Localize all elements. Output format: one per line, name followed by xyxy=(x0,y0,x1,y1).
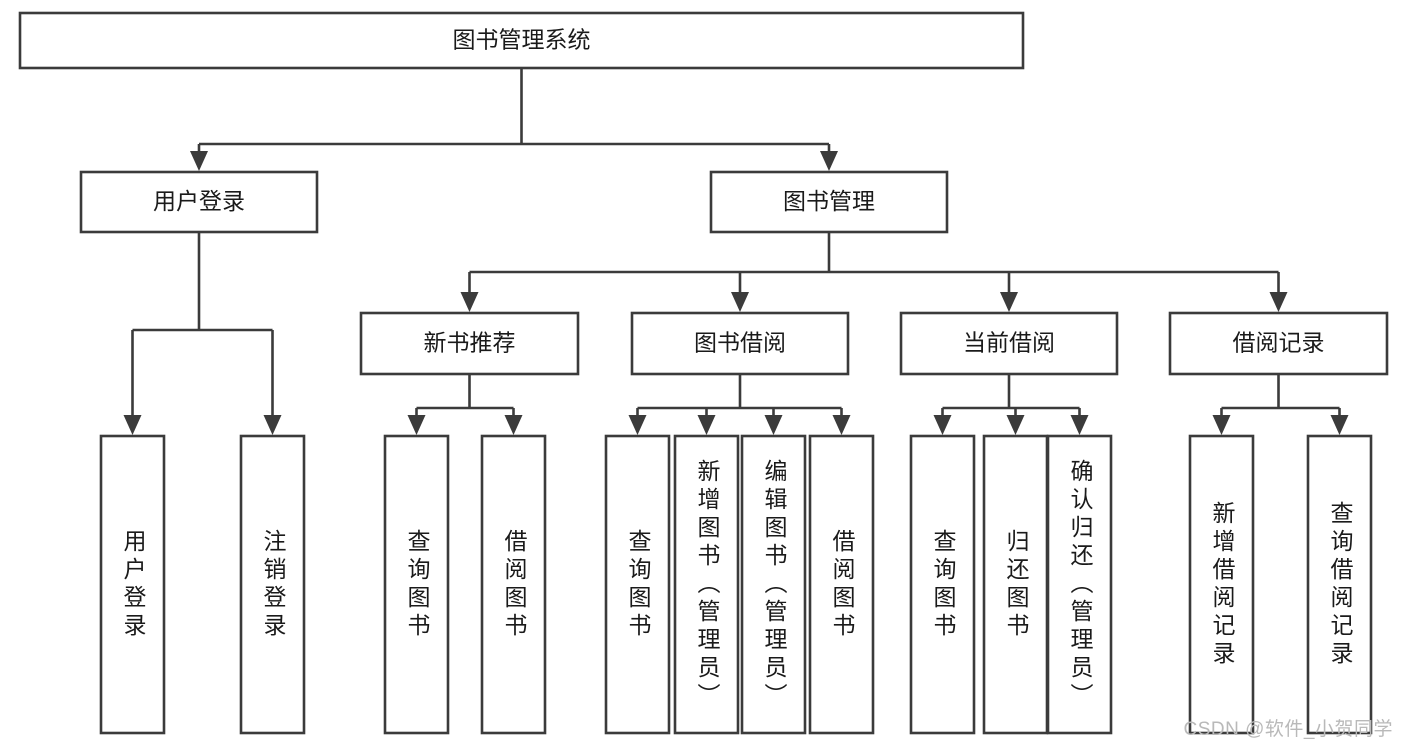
node-label-borrow-record: 借阅记录 xyxy=(1233,330,1325,356)
arrowhead-user-login-0 xyxy=(123,415,142,435)
boxes-layer xyxy=(18,11,1389,735)
node-box-book-borrow xyxy=(630,311,850,376)
node-label-current-borrow: 当前借阅 xyxy=(963,330,1055,356)
node-box-book-manage xyxy=(709,170,949,234)
node-box-borrow-record xyxy=(1168,311,1389,376)
arrowhead-current-borrow-2 xyxy=(1070,415,1089,435)
node-label-user-login: 用户登录 xyxy=(153,188,245,214)
arrowhead-borrow-record-1 xyxy=(1330,415,1349,435)
node-box-leaf-add-book xyxy=(673,434,740,735)
node-box-leaf-query-book-borrow xyxy=(604,434,671,735)
arrowhead-book-borrow-1 xyxy=(697,415,716,435)
node-box-leaf-confirm-return xyxy=(1046,434,1113,735)
arrowhead-book-borrow-3 xyxy=(832,415,851,435)
node-label-new-book-rec: 新书推荐 xyxy=(424,330,516,356)
node-box-leaf-query-book-rec xyxy=(383,434,450,735)
node-box-leaf-return-book xyxy=(982,434,1049,735)
arrowhead-root-0 xyxy=(190,151,208,171)
node-box-leaf-query-borrow-record xyxy=(1306,434,1373,735)
node-box-user-login xyxy=(79,170,319,234)
arrowhead-user-login-1 xyxy=(263,415,282,435)
node-label-root: 图书管理系统 xyxy=(453,27,591,53)
node-box-leaf-edit-book xyxy=(740,434,807,735)
arrowhead-book-manage-1 xyxy=(731,292,749,312)
node-box-current-borrow xyxy=(899,311,1119,376)
arrowhead-book-manage-0 xyxy=(460,292,479,312)
connectors-layer xyxy=(123,68,1349,435)
node-box-leaf-add-borrow-record xyxy=(1188,434,1255,735)
node-box-leaf-user-login xyxy=(99,434,166,735)
arrowhead-book-manage-3 xyxy=(1269,292,1288,312)
arrowhead-root-1 xyxy=(820,151,838,171)
node-box-root xyxy=(18,11,1025,70)
arrowhead-borrow-record-0 xyxy=(1212,415,1231,435)
arrowhead-current-borrow-1 xyxy=(1006,415,1025,435)
arrowhead-book-manage-2 xyxy=(1000,292,1018,312)
node-label-book-manage: 图书管理 xyxy=(783,188,875,214)
watermark-text: CSDN @软件_小贺同学 xyxy=(1183,719,1393,740)
node-box-leaf-borrow-book-rec xyxy=(480,434,547,735)
node-box-new-book-rec xyxy=(359,311,580,376)
node-label-book-borrow: 图书借阅 xyxy=(694,330,786,356)
arrowhead-book-borrow-2 xyxy=(764,415,783,435)
arrowhead-book-borrow-0 xyxy=(628,415,647,435)
node-box-leaf-borrow-book xyxy=(808,434,875,735)
arrowhead-new-book-rec-1 xyxy=(504,415,523,435)
arrowhead-current-borrow-0 xyxy=(933,415,952,435)
arrowhead-new-book-rec-0 xyxy=(407,415,426,435)
node-box-leaf-user-logout xyxy=(239,434,306,735)
node-box-leaf-query-book-current xyxy=(909,434,976,735)
